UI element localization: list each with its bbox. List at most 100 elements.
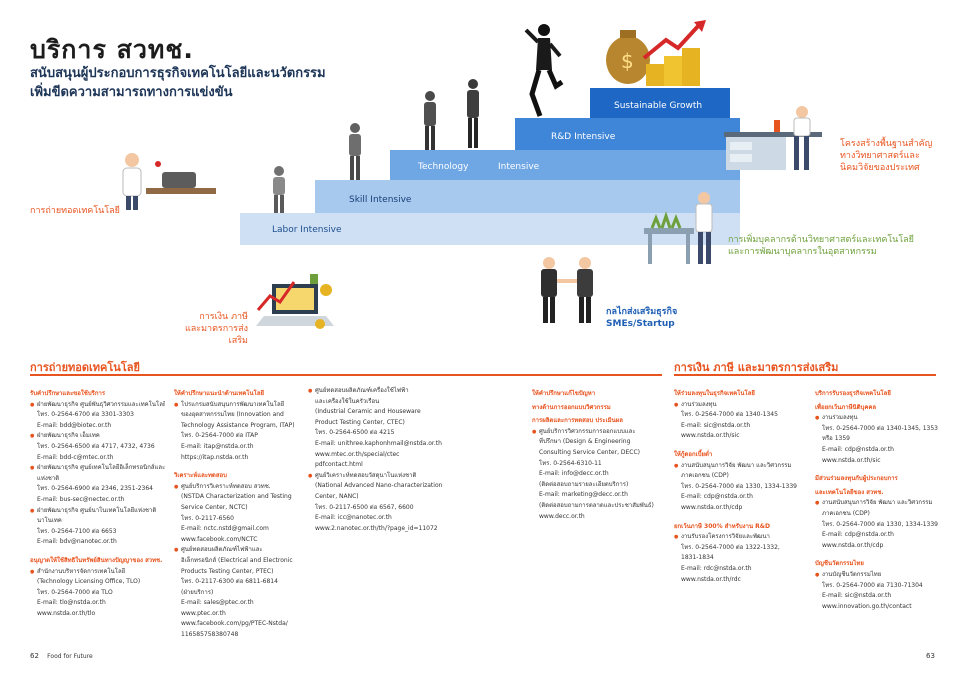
- contact-line: งานสนับสนุนการวิจัย พัฒนา และวิศวกรรม: [822, 499, 933, 507]
- contact-line: ภาคเอกชน (CDP): [822, 509, 870, 517]
- service-subheading: ยกเว้นภาษี 300% สำหรับงาน R&D: [674, 522, 771, 530]
- contact-link[interactable]: https://itap.nstda.or.th: [181, 453, 249, 461]
- contact-link[interactable]: www.nstda.or.th/rdc: [681, 575, 741, 583]
- service-subheading: ให้คำปรึกษาแก้ไขปัญหา: [532, 390, 596, 397]
- contact-line: โทร. 0-2564-7000 ต่อ 1330, 1334-1339: [681, 482, 798, 490]
- subtitle-line: เพิ่มขีดความสามารถทางการแข่งขัน: [30, 85, 233, 100]
- contact-line: Technology Assistance Program, ITAP): [181, 421, 295, 429]
- contact-link[interactable]: www.nstda.or.th/cdp: [822, 541, 884, 549]
- label-sme-line: SMEs/Startup: [606, 319, 675, 329]
- contact-line: ฝ่ายพัฒนาธุรกิจ ศูนย์เทคโนโลยีอิเล็กทรอน…: [37, 464, 165, 472]
- contact-link[interactable]: E-mail: nctc.nstd@gmail.com: [181, 525, 269, 533]
- contact-link[interactable]: www.nstda.or.th/tlo: [37, 609, 96, 617]
- contact-link[interactable]: www.2.nanotec.or.th/th/?page_id=11072: [315, 524, 438, 532]
- contact-link[interactable]: www.ptec.or.th: [181, 609, 226, 617]
- contact-link[interactable]: E-mail: icc@nanotec.or.th: [315, 514, 392, 522]
- contact-link[interactable]: E-mail: cdp@nstda.or.th: [822, 445, 894, 453]
- label-finance-line: และมาตรการส่งเสริม: [184, 324, 248, 346]
- contact-line: Consulting Service Center, DECC): [539, 448, 641, 456]
- contact-link[interactable]: www.facebook.com/NCTC: [181, 535, 258, 543]
- service-subheading: ให้คำปรึกษาแนะนำด้านเทคโนโลยี: [174, 390, 265, 397]
- contact-link[interactable]: E-mail: itap@nstda.or.th: [181, 442, 254, 450]
- worker-figure-1: [273, 166, 285, 213]
- page-number-right: 63: [926, 652, 935, 660]
- contact-link[interactable]: E-mail: bdd-c@mtec.or.th: [37, 453, 114, 461]
- contact-link[interactable]: www.mtec.or.th/special/ctec: [315, 450, 400, 458]
- contact-link[interactable]: E-mail: rdc@nstda.or.th: [681, 564, 752, 572]
- plant-scientist-figure: [644, 192, 713, 264]
- label-people-line: การเพิ่มบุคลากรด้านวิทยาศาสตร์และเทคโนโล…: [728, 235, 914, 245]
- column-gap: [815, 466, 950, 471]
- page-number-left: 62: [30, 652, 39, 660]
- contact-link[interactable]: E-mail: sic@nstda.or.th: [822, 592, 892, 600]
- contact-line: Product Testing Center, CTEC): [315, 418, 405, 426]
- contact-link[interactable]: E-mail: bdd@biotec.or.th: [37, 421, 112, 429]
- worker-figure-3: [424, 91, 436, 150]
- section-rule-right: [674, 374, 936, 376]
- contact-link[interactable]: E-mail: sic@nstda.or.th: [681, 421, 751, 429]
- contact-line: โปรแกรมสนับสนุนการพัฒนาเทคโนโลยี: [181, 400, 285, 408]
- info-column-1: รับคำปรึกษาและขอใช้บริการฝ่ายพัฒนาธุรกิจ…: [30, 386, 165, 619]
- contact-line: ฝ่ายพัฒนาธุรกิจ เอ็มเทค: [37, 432, 100, 440]
- contact-line: ภาคเอกชน (CDP): [681, 472, 729, 480]
- contact-line: หรือ 1359: [822, 435, 850, 443]
- contact-line: (NSTDA Characterization and Testing: [181, 493, 292, 501]
- contact-item: ศูนย์บริการวิเคราะห์ทดสอบ สวทช. (NSTDA Ch…: [174, 482, 309, 546]
- service-subheading: บัญชีนวัตกรรมไทย: [815, 560, 864, 568]
- finance-laptop-figure: [256, 274, 334, 329]
- contact-item: งานสนับสนุนการวิจัย พัฒนา และวิศวกรรมภาค…: [815, 498, 950, 551]
- column-gap: [815, 551, 950, 556]
- contact-line: โทร. 0-2564-7000 ต่อ 1330, 1334-1339: [822, 520, 939, 528]
- contact-link[interactable]: E-mail: cdp@nstda.or.th: [822, 531, 894, 539]
- contact-line: 116585758380748: [181, 631, 239, 639]
- contact-line: งานบัญชีนวัตกรรมไทย: [822, 570, 882, 578]
- contact-line: (Technology Licensing Office, TLO): [37, 578, 141, 586]
- lab-bench-figure: [724, 106, 822, 170]
- contact-link[interactable]: E-mail: unithree.kaphonhmail@nstda.or.th: [315, 439, 442, 447]
- contact-link[interactable]: E-mail: marketing@decc.or.th: [539, 491, 628, 499]
- scientist-left-figure: [122, 153, 216, 210]
- contact-link[interactable]: www.nstda.or.th/sic: [822, 456, 881, 464]
- climbing-businessman-figure: [524, 24, 564, 117]
- footer-publication: Food for Future: [47, 653, 93, 660]
- contact-link[interactable]: www.innovation.go.th/contact: [822, 602, 912, 610]
- contact-line: ศูนย์วิเคราะห์ทดสอบวัสดุนาโนแห่งชาติ: [315, 471, 417, 479]
- label-infrastructure: โครงสร้างพื้นฐานสำคัญ ทางวิทยาศาสตร์และ …: [840, 138, 932, 174]
- contact-link[interactable]: E-mail: cdp@nstda.or.th: [681, 493, 753, 501]
- contact-line: โทร. 0-2117-6300 ต่อ 6811-6814: [181, 578, 278, 586]
- info-column-4: ให้คำปรึกษาแก้ไขปัญหาทางด้านการออกแบบวิศ…: [532, 386, 667, 522]
- contact-line: ฝ่ายพัฒนาธุรกิจ ศูนย์พันธุวิศวกรรมและเทค…: [37, 400, 165, 408]
- footer-left: 62 Food for Future: [30, 652, 93, 660]
- contact-link[interactable]: E-mail: info@decc.or.th: [539, 470, 609, 478]
- contact-link[interactable]: www.nstda.or.th/cdp: [681, 503, 743, 511]
- contact-line: 1831-1834: [681, 554, 714, 562]
- label-sme-startup: กลไกส่งเสริมธุรกิจ SMEs/Startup: [606, 306, 677, 330]
- contact-item: ฝ่ายพัฒนาธุรกิจ ศูนย์นาโนเทคโนโลยีแห่งชา…: [30, 506, 165, 548]
- stair-growth: Sustainable Growth: [590, 88, 730, 118]
- service-subheading: และเทคโนโลยีของ สวทช.: [815, 488, 884, 496]
- label-infrastructure-line: นิคมวิจัยของประเทศ: [840, 163, 920, 173]
- contact-item: ศูนย์ทดสอบผลิตภัณฑ์ไฟฟ้าและอิเล็กทรอนิกส…: [174, 545, 309, 640]
- page-title: บริการ สวทช.: [30, 35, 194, 64]
- section-rule-left: [30, 374, 662, 376]
- label-people-line: และการพัฒนาบุคลากรในอุตสาหกรรม: [728, 247, 877, 257]
- contact-link[interactable]: E-mail: sales@ptec.or.th: [181, 599, 254, 607]
- stair-label-technology: Technology: [418, 162, 469, 172]
- contact-link[interactable]: www.decc.or.th: [539, 512, 585, 520]
- money-bag-growth-icon: $: [606, 20, 706, 86]
- contact-link[interactable]: www.facebook.com/pg/PTEC-Nstda/: [181, 620, 288, 628]
- contact-line: ศูนย์บริการวิเคราะห์ทดสอบ สวทช.: [181, 482, 271, 490]
- contact-link[interactable]: E-mail: bus-sec@nectec.or.th: [37, 495, 125, 503]
- contact-link[interactable]: E-mail: bdv@nanotec.or.th: [37, 538, 117, 546]
- stair-technology: Technology Intensive: [390, 150, 740, 180]
- contact-link[interactable]: E-mail: tlo@nstda.or.th: [37, 599, 106, 607]
- contact-line: สำนักงานบริหารจัดการเทคโนโลยี: [37, 567, 126, 575]
- worker-figure-4: [467, 79, 479, 148]
- contact-link[interactable]: www.nstda.or.th/sic: [681, 432, 740, 440]
- info-column-3: ศูนย์ทดสอบผลิตภัณฑ์เครื่องใช้ไฟฟ้าและเคร…: [308, 386, 463, 534]
- contact-line: ของอุตสาหกรรมไทย (Innovation and: [181, 411, 284, 419]
- contact-line: งานร่วมลงทุน: [681, 400, 717, 408]
- service-subheading: การผลิตและการทดสอบ ประเมินผล: [532, 417, 623, 425]
